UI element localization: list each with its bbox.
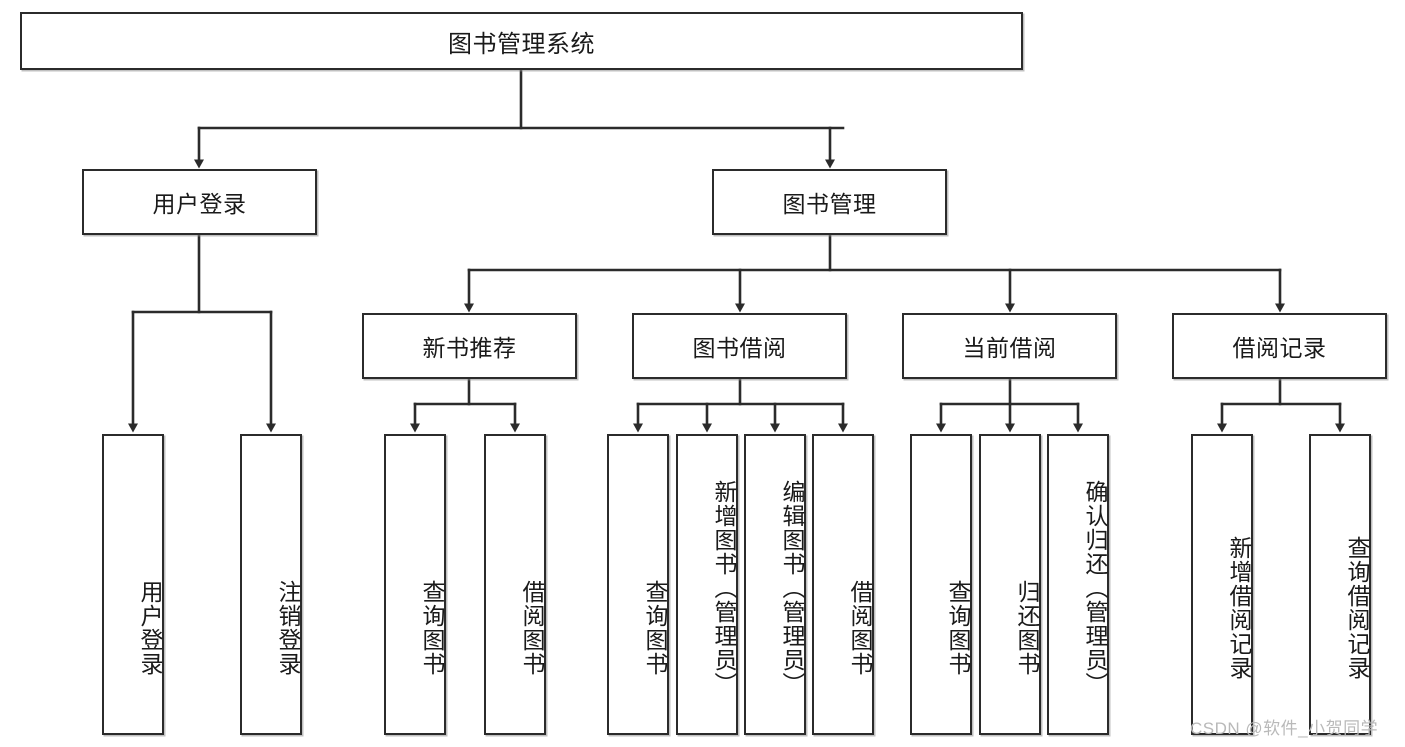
node-new-book-recommend[interactable]: 新书推荐: [362, 313, 577, 379]
node-user-login-label: 用户登录: [152, 191, 247, 217]
leaf-borrow-record-query[interactable]: 查询借阅记录: [1309, 434, 1371, 735]
leaf-current-borrow-return[interactable]: 归还图书: [979, 434, 1041, 735]
leaf-label: 编辑图书（管理员）: [779, 479, 805, 696]
leaf-book-borrow-edit[interactable]: 编辑图书（管理员）: [744, 434, 806, 735]
node-root[interactable]: 图书管理系统: [20, 12, 1023, 70]
leaf-label: 新增借阅记录: [1226, 535, 1252, 680]
leaf-label: 查询图书: [642, 579, 668, 676]
leaf-book-borrow-query[interactable]: 查询图书: [607, 434, 669, 735]
node-borrow-record[interactable]: 借阅记录: [1172, 313, 1387, 379]
leaf-label: 借阅图书: [847, 579, 873, 676]
leaf-new-book-borrow[interactable]: 借阅图书: [484, 434, 546, 735]
node-root-label: 图书管理系统: [448, 30, 595, 58]
leaf-book-borrow-add[interactable]: 新增图书（管理员）: [676, 434, 738, 735]
leaf-current-borrow-confirm[interactable]: 确认归还（管理员）: [1047, 434, 1109, 735]
node-book-management[interactable]: 图书管理: [712, 169, 947, 235]
node-new-book-recommend-label: 新书推荐: [422, 335, 517, 361]
leaf-current-borrow-query[interactable]: 查询图书: [910, 434, 972, 735]
leaf-label: 查询图书: [945, 579, 971, 676]
leaf-user-login-login[interactable]: 用户登录: [102, 434, 164, 735]
node-book-management-label: 图书管理: [782, 191, 877, 217]
leaf-label: 查询图书: [419, 579, 445, 676]
leaf-borrow-record-add[interactable]: 新增借阅记录: [1191, 434, 1253, 735]
leaf-label: 注销登录: [275, 579, 301, 676]
leaf-label: 新增图书（管理员）: [711, 479, 737, 696]
leaf-new-book-query[interactable]: 查询图书: [384, 434, 446, 735]
leaf-book-borrow-borrow[interactable]: 借阅图书: [812, 434, 874, 735]
node-current-borrow[interactable]: 当前借阅: [902, 313, 1117, 379]
leaf-label: 归还图书: [1014, 579, 1040, 676]
node-user-login[interactable]: 用户登录: [82, 169, 317, 235]
leaf-label: 确认归还（管理员）: [1082, 479, 1108, 696]
node-borrow-record-label: 借阅记录: [1232, 335, 1327, 361]
leaf-label: 查询借阅记录: [1344, 535, 1370, 680]
leaf-user-login-logout[interactable]: 注销登录: [240, 434, 302, 735]
leaf-label: 借阅图书: [519, 579, 545, 676]
leaf-label: 用户登录: [137, 579, 163, 676]
node-book-borrow-label: 图书借阅: [692, 335, 787, 361]
node-current-borrow-label: 当前借阅: [962, 335, 1057, 361]
node-book-borrow[interactable]: 图书借阅: [632, 313, 847, 379]
